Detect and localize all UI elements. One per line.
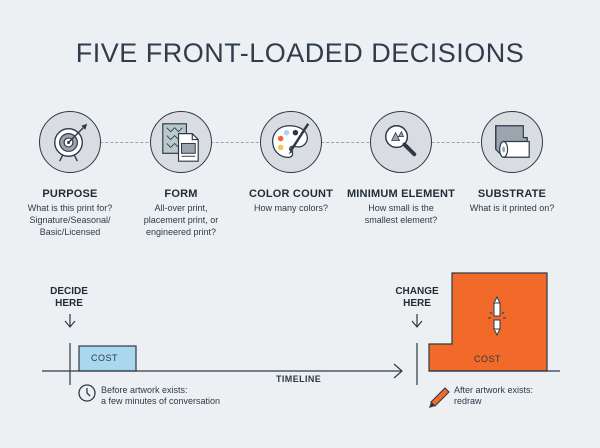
change-here-label: CHANGE HERE — [395, 286, 439, 309]
decision-color-count: COLOR COUNT How many colors? — [233, 188, 349, 214]
decision-label: FORM — [164, 188, 198, 200]
decision-description: How small is the smallest element? — [364, 203, 438, 225]
decision-label: SUBSTRATE — [477, 188, 547, 200]
decision-label: COLOR COUNT — [248, 188, 334, 200]
decision-label: PURPOSE — [42, 188, 98, 200]
before-caption: Before artwork exists: a few minutes of … — [101, 385, 221, 406]
broken-pencil-icon — [488, 295, 506, 337]
decision-description: What is it printed on? — [469, 203, 555, 213]
after-caption: After artwork exists: redraw — [454, 385, 534, 406]
decision-minimum-element: MINIMUM ELEMENT How small is the smalles… — [343, 188, 459, 226]
palette-icon — [260, 111, 322, 173]
timeline-label: TIMELINE — [276, 374, 322, 384]
magnifier-icon — [370, 111, 432, 173]
decide-arrow — [64, 314, 76, 328]
decision-substrate: SUBSTRATE What is it printed on? — [454, 188, 570, 214]
pencil-icon — [429, 387, 450, 408]
change-arrow — [411, 314, 423, 328]
decision-description: All-over print, placement print, or engi… — [143, 203, 219, 237]
decision-form: FORM All-over print, placement print, or… — [123, 188, 239, 238]
print-sheets-icon — [150, 111, 212, 173]
cost-small-label: COST — [91, 353, 119, 363]
page-title: FIVE FRONT-LOADED DECISIONS — [75, 38, 525, 68]
cost-small-box — [78, 345, 137, 372]
target-icon — [39, 111, 101, 173]
decision-label: MINIMUM ELEMENT — [346, 188, 456, 200]
timeline-arrowhead — [393, 363, 403, 379]
decision-description: What is this print for? Signature/Season… — [27, 203, 113, 237]
decide-here-label: DECIDE HERE — [50, 286, 88, 309]
cost-large-label: COST — [474, 354, 502, 364]
clock-icon — [78, 384, 96, 402]
decision-purpose: PURPOSE What is this print for? Signatur… — [12, 188, 128, 238]
decision-description: How many colors? — [253, 203, 329, 213]
fabric-roll-icon — [481, 111, 543, 173]
